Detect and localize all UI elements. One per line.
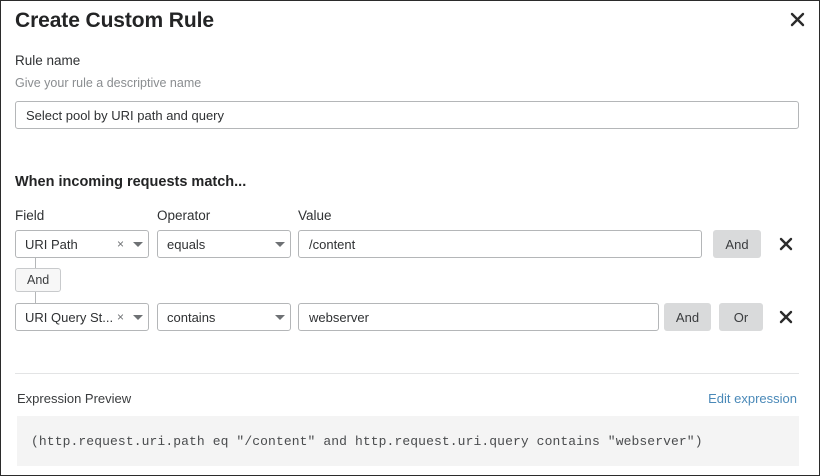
rule-name-help-text: Give your rule a descriptive name bbox=[15, 76, 202, 90]
field-select-1[interactable]: URI Path × bbox=[15, 230, 149, 258]
column-header-value: Value bbox=[298, 208, 332, 223]
conditions-heading: When incoming requests match... bbox=[15, 174, 247, 190]
value-input-1[interactable] bbox=[298, 230, 702, 258]
and-button-2[interactable]: And bbox=[664, 303, 711, 331]
dialog-title: Create Custom Rule bbox=[15, 9, 214, 32]
connector-line-bottom bbox=[35, 292, 36, 303]
column-header-operator: Operator bbox=[157, 208, 211, 223]
section-divider bbox=[15, 373, 799, 374]
expression-preview-label: Expression Preview bbox=[17, 391, 132, 406]
connector-and-badge[interactable]: And bbox=[15, 268, 62, 292]
clear-icon[interactable]: × bbox=[116, 237, 124, 251]
chevron-down-icon[interactable] bbox=[128, 314, 148, 320]
clear-icon[interactable]: × bbox=[116, 310, 124, 324]
close-icon[interactable] bbox=[786, 8, 808, 30]
operator-select-2[interactable]: contains bbox=[157, 303, 291, 331]
column-header-field: Field bbox=[15, 208, 45, 223]
or-button-2[interactable]: Or bbox=[719, 303, 763, 331]
edit-expression-link[interactable]: Edit expression bbox=[708, 391, 797, 406]
remove-condition-1-icon[interactable] bbox=[775, 233, 797, 255]
expression-preview-box: (http.request.uri.path eq "/content" and… bbox=[17, 416, 799, 466]
expression-preview-text: (http.request.uri.path eq "/content" and… bbox=[31, 433, 703, 449]
and-button-1[interactable]: And bbox=[713, 230, 761, 258]
value-input-2[interactable] bbox=[298, 303, 659, 331]
connector-line-top bbox=[35, 258, 36, 268]
field-select-1-value: URI Path bbox=[25, 236, 78, 252]
operator-select-1[interactable]: equals bbox=[157, 230, 291, 258]
chevron-down-icon[interactable] bbox=[270, 314, 290, 320]
field-select-2-value: URI Query St... bbox=[25, 309, 113, 325]
condition-row: URI Query St... × contains And Or bbox=[1, 303, 819, 333]
rule-name-label: Rule name bbox=[15, 53, 81, 68]
field-select-2[interactable]: URI Query St... × bbox=[15, 303, 149, 331]
rule-name-input[interactable] bbox=[15, 101, 799, 129]
operator-select-2-value: contains bbox=[167, 309, 216, 325]
condition-connector: And bbox=[15, 258, 135, 306]
chevron-down-icon[interactable] bbox=[270, 241, 290, 247]
remove-condition-2-icon[interactable] bbox=[775, 306, 797, 328]
chevron-down-icon[interactable] bbox=[128, 241, 148, 247]
operator-select-1-value: equals bbox=[167, 236, 206, 252]
condition-row: URI Path × equals And bbox=[1, 230, 819, 260]
